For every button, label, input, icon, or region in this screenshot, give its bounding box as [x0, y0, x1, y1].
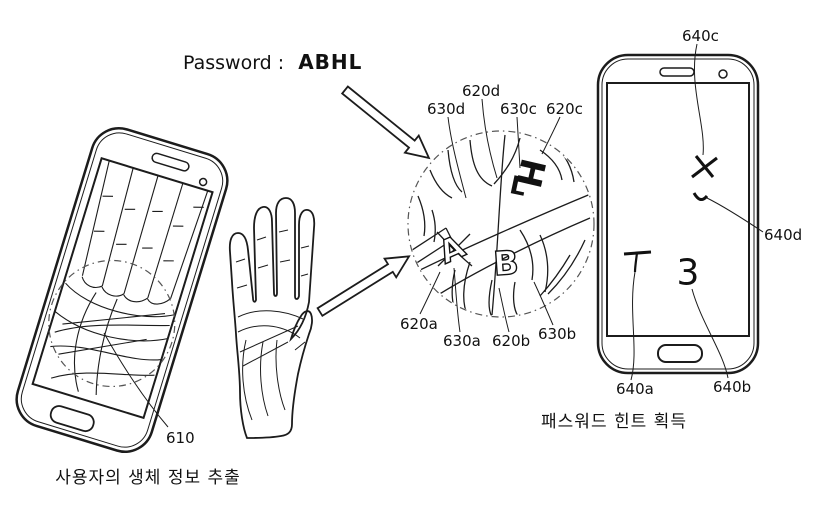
ref-label-620a: 620a — [400, 315, 438, 333]
ref-label-620c: 620c — [546, 100, 583, 118]
right-phone-body — [596, 53, 760, 375]
hint-mark-b-3: 3 — [677, 253, 700, 294]
left-phone-screen — [31, 157, 214, 420]
caption-biometric-extraction: 사용자의 생체 정보 추출 — [55, 468, 241, 488]
password-value: ABHL — [298, 50, 363, 74]
magnifier-circle: H L A B — [407, 130, 595, 318]
arrow-password-to-magnifier — [340, 85, 431, 160]
right-phone-camera-icon — [718, 69, 728, 79]
password-line: Password : ABHL — [183, 50, 362, 74]
right-phone-home-button — [657, 344, 703, 363]
hand-palm-lines — [235, 229, 310, 421]
magnifier-letter-B: B — [492, 243, 520, 284]
right-phone-speaker-icon — [659, 67, 695, 77]
palm-scan-image — [50, 160, 209, 396]
ref-label-640d: 640d — [764, 226, 802, 244]
hand — [228, 197, 316, 439]
magnified-palm-lines — [409, 134, 593, 316]
ref-label-630a: 630a — [443, 332, 481, 350]
ref-label-610: 610 — [166, 429, 195, 447]
hint-mark-a-T — [623, 250, 652, 273]
caption-password-hint: 패스워드 힌트 획득 — [541, 412, 687, 432]
right-phone-screen — [606, 82, 750, 337]
arrow-hand-to-magnifier — [316, 255, 411, 318]
left-phone-body — [15, 127, 229, 453]
left-phone-home-button — [49, 405, 95, 433]
hint-mark-c-strokes — [691, 155, 718, 179]
right-phone-leaders — [630, 43, 764, 381]
ref-label-630c: 630c — [500, 100, 537, 118]
left-phone — [15, 127, 229, 453]
magnifier-letter-L: L — [507, 170, 529, 202]
ref-label-640b: 640b — [713, 378, 751, 396]
ref-label-620b: 620b — [492, 332, 530, 350]
left-phone-speaker-icon — [151, 152, 190, 172]
ref-label-620d: 620d — [462, 82, 500, 100]
scan-region-circle — [48, 259, 176, 388]
left-phone-camera-icon — [198, 177, 208, 187]
hint-mark-d-hook — [692, 192, 709, 202]
hand-outline — [228, 197, 316, 439]
magnifier-leaders — [419, 98, 561, 333]
ref-label-630d: 630d — [427, 100, 465, 118]
password-label: Password : — [183, 52, 285, 74]
ref-label-630b: 630b — [538, 325, 576, 343]
ref-label-640c: 640c — [682, 27, 719, 45]
ref-label-640a: 640a — [616, 380, 654, 398]
right-phone: 3 — [596, 53, 760, 375]
